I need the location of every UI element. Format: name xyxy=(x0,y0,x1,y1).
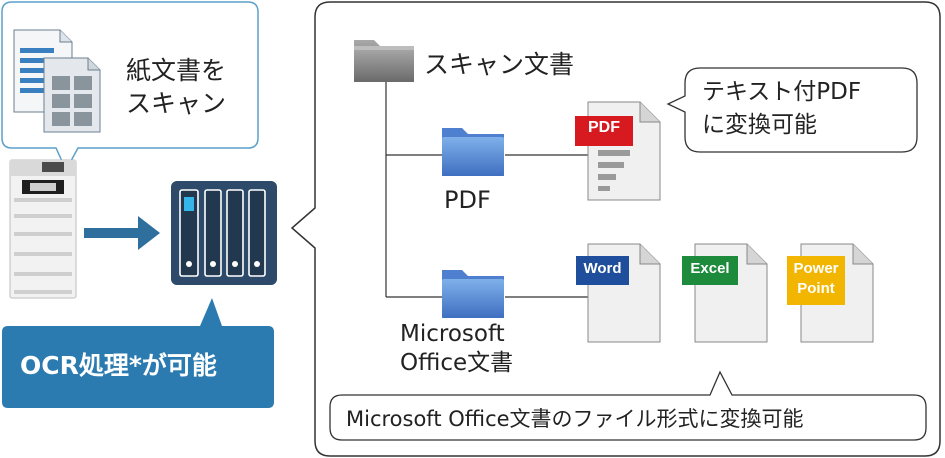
powerpoint-badge xyxy=(787,256,845,305)
office-folder-label: Microsoft Office文書 xyxy=(400,320,513,378)
powerpoint-badge-label: Power Point xyxy=(787,259,845,299)
pdf-callout-line2: に変換可能 xyxy=(702,112,817,138)
pdf-folder-icon xyxy=(442,128,504,176)
pdf-callout-line1: テキスト付PDF xyxy=(702,79,862,105)
folder-tree-lines xyxy=(385,82,588,298)
root-folder-icon xyxy=(354,40,414,82)
office-callout-bubble xyxy=(329,370,927,441)
powerpoint-badge-line2: Point xyxy=(797,280,835,297)
root-folder-label: スキャン文書 xyxy=(424,50,575,79)
scan-bubble-line2: スキャン xyxy=(126,89,227,118)
ocr-label: OCR処理*が可能 xyxy=(20,351,217,380)
scan-bubble-line1: 紙文書を xyxy=(126,56,227,85)
nas-icon xyxy=(171,181,277,285)
excel-badge xyxy=(682,256,738,285)
pdf-folder-label: PDF xyxy=(444,186,491,214)
office-folder-icon xyxy=(442,270,504,318)
copier-icon xyxy=(9,159,77,299)
pdf-badge-label: PDF xyxy=(588,119,620,136)
powerpoint-badge-line1: Power xyxy=(793,260,839,277)
office-folder-line2: Office文書 xyxy=(400,350,514,376)
office-folder-line1: Microsoft xyxy=(400,321,505,347)
excel-badge-label: Excel xyxy=(690,260,730,277)
word-badge-label: Word xyxy=(583,260,622,277)
office-callout-text: Microsoft Office文書のファイル形式に変換可能 xyxy=(346,407,804,431)
pdf-badge xyxy=(575,116,633,146)
ocr-box xyxy=(2,298,274,408)
pdf-callout-text: テキスト付PDF に変換可能 xyxy=(702,76,861,142)
flow-arrow xyxy=(84,216,160,250)
paper-documents-icon xyxy=(13,29,101,133)
pdf-callout-bubble xyxy=(666,67,918,153)
scan-bubble-text: 紙文書を スキャン xyxy=(126,54,226,120)
word-badge xyxy=(576,256,629,285)
